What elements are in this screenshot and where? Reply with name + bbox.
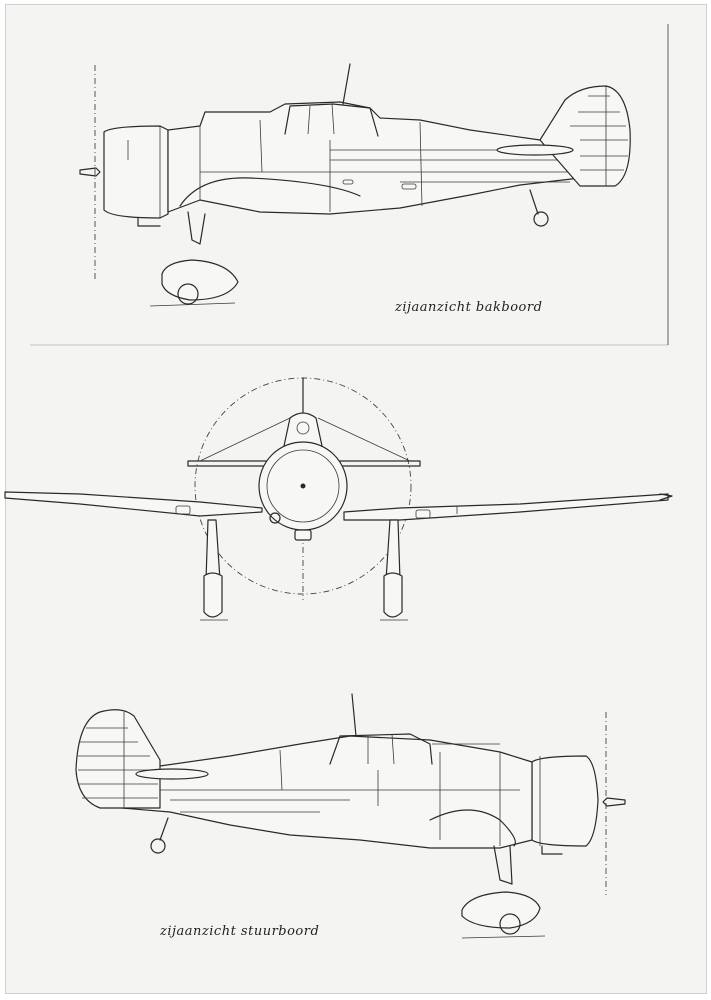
stbd-stabilizer xyxy=(135,768,209,780)
front-gear-leg-left xyxy=(205,519,221,581)
stbd-antenna xyxy=(351,693,357,737)
starboard-side-view xyxy=(75,693,626,939)
front-stab-left xyxy=(187,460,269,467)
port-cowling xyxy=(103,125,169,219)
front-gear-leg-right xyxy=(385,519,401,581)
front-spinner xyxy=(300,483,306,489)
port-spinner xyxy=(79,167,101,177)
front-chin-intake xyxy=(294,529,312,541)
caption-starboard-view: zijaanzicht stuurboord xyxy=(160,924,320,939)
stbd-tail-wheel xyxy=(150,838,166,854)
front-wheel-right xyxy=(383,572,403,618)
stbd-wheel-fairing xyxy=(461,891,541,929)
port-antenna xyxy=(342,63,351,105)
port-wing-root xyxy=(179,177,361,207)
front-wing-right xyxy=(343,493,669,521)
port-side-view xyxy=(79,63,631,307)
port-fuselage xyxy=(167,101,581,215)
stbd-cowling xyxy=(531,755,599,847)
port-canopy xyxy=(284,103,379,137)
stbd-gear-strut xyxy=(493,845,513,885)
port-main-wheel xyxy=(177,283,199,305)
stbd-main-wheel xyxy=(499,913,521,935)
front-view xyxy=(4,377,673,621)
stbd-spinner xyxy=(602,797,626,807)
stbd-fuselage xyxy=(121,735,533,849)
front-canopy xyxy=(283,412,323,447)
stbd-tail-fin xyxy=(75,709,161,809)
port-wheel-fairing xyxy=(161,259,239,301)
stbd-wing-root xyxy=(429,809,516,847)
front-wheel-left xyxy=(203,572,223,618)
port-stabilizer xyxy=(496,144,574,156)
stbd-canopy xyxy=(329,733,433,765)
caption-port-view: zijaanzicht bakboord xyxy=(395,300,543,315)
port-tail-wheel xyxy=(533,211,549,227)
port-tail-fin xyxy=(539,85,631,187)
front-wing-left xyxy=(4,491,263,517)
port-gear-strut xyxy=(187,211,206,245)
